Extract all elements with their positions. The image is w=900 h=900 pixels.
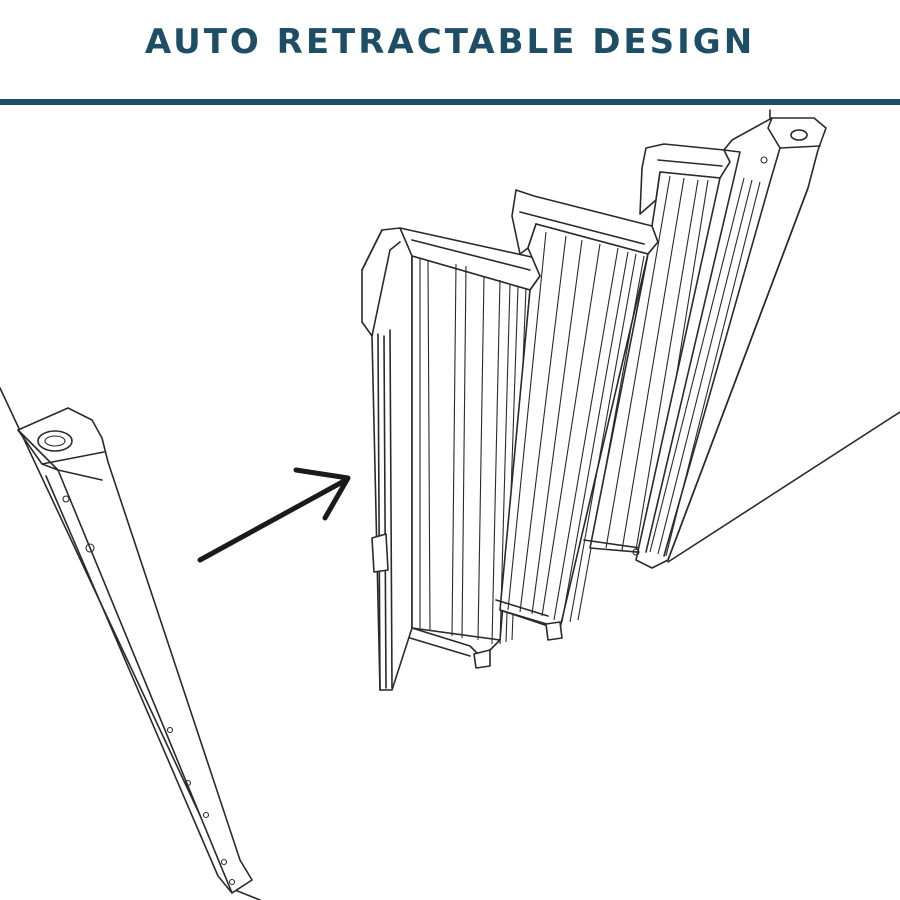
wall-mount-post-icon [17, 407, 253, 894]
retractable-gate-icon [361, 117, 827, 691]
header-divider [0, 99, 900, 105]
page-title: AUTO RETRACTABLE DESIGN [144, 22, 756, 62]
arrow-icon [197, 467, 351, 563]
